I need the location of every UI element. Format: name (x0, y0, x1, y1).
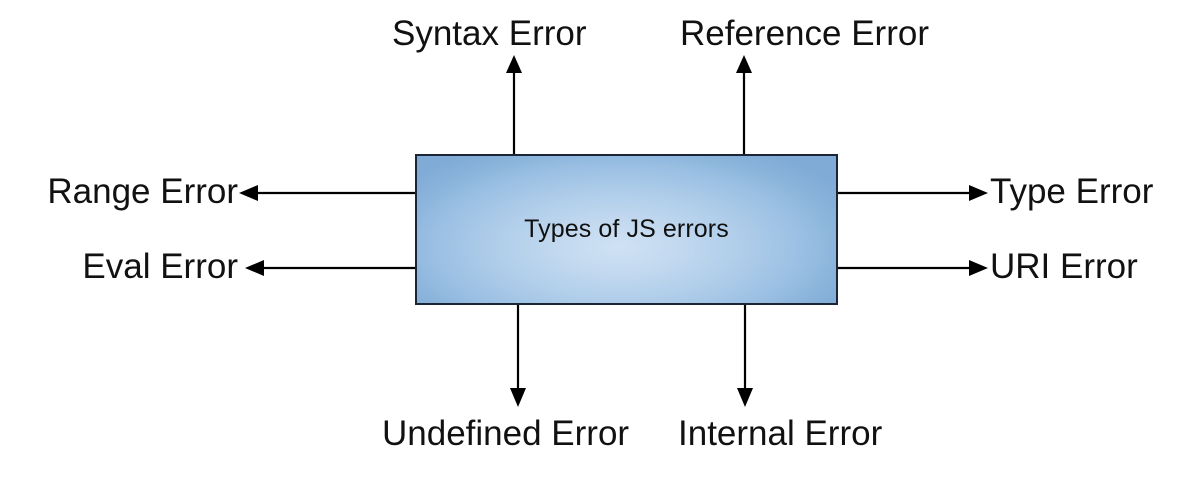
node-label-type-error: Type Error (990, 172, 1154, 211)
center-node-types-of-js-errors: Types of JS errors (415, 154, 838, 305)
node-label-syntax-error: Syntax Error (392, 14, 587, 53)
arrow-to-uri-error (838, 260, 988, 276)
node-label-undefined-error: Undefined Error (382, 414, 630, 453)
center-node-label: Types of JS errors (524, 215, 729, 243)
node-label-reference-error: Reference Error (680, 14, 929, 53)
node-label-eval-error: Eval Error (82, 247, 238, 286)
arrow-to-internal-error (737, 305, 753, 407)
arrow-to-range-error (239, 185, 415, 201)
arrow-to-syntax-error (506, 55, 522, 154)
node-label-uri-error: URI Error (990, 247, 1138, 286)
arrow-to-type-error (838, 185, 988, 201)
node-label-internal-error: Internal Error (678, 414, 883, 453)
arrow-to-undefined-error (510, 305, 526, 407)
arrow-to-reference-error (736, 55, 752, 154)
node-label-range-error: Range Error (47, 172, 238, 211)
arrow-to-eval-error (245, 260, 415, 276)
